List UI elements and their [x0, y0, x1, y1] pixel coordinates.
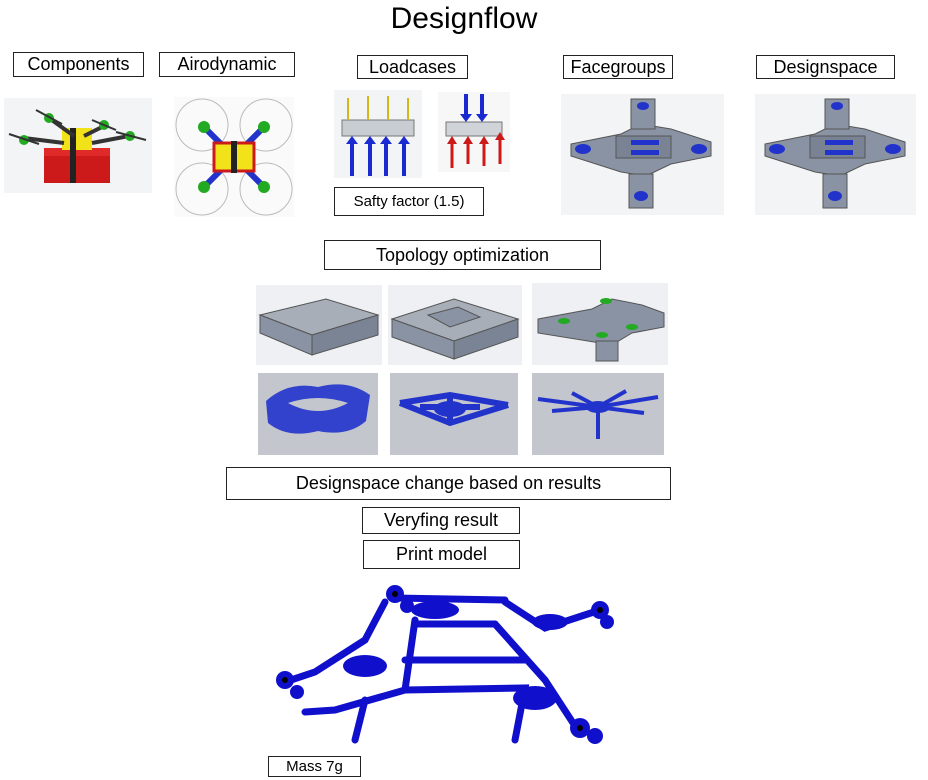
facegroups-label: Facegroups [563, 55, 673, 79]
topology-designspace-1 [256, 285, 382, 370]
components-label: Components [13, 52, 144, 77]
topology-result-1 [258, 373, 378, 460]
topology-optimization-label: Topology optimization [324, 240, 601, 270]
verifying-result-label: Veryfing result [362, 507, 520, 534]
mass-label: Mass 7g [268, 756, 361, 777]
topology-result-2 [390, 373, 518, 460]
drone-components-image [4, 98, 152, 193]
designspace-image [755, 94, 916, 215]
topology-designspace-3 [532, 283, 668, 370]
diagram-title: Designflow [390, 2, 538, 35]
print-model-label: Print model [363, 540, 520, 569]
facegroups-image [561, 94, 724, 215]
printed-model-image [255, 580, 625, 765]
designspace-label: Designspace [756, 55, 895, 79]
airodynamic-label: Airodynamic [159, 52, 295, 77]
loadcase-up-image [438, 92, 510, 172]
designspace-change-label: Designspace change based on results [226, 467, 671, 500]
topology-result-3 [532, 373, 664, 460]
loadcase-down-image [334, 90, 422, 178]
topology-designspace-2 [388, 285, 522, 370]
airodynamic-image [174, 97, 294, 217]
safety-factor-label: Safty factor (1.5) [334, 187, 484, 216]
loadcases-label: Loadcases [357, 55, 468, 79]
